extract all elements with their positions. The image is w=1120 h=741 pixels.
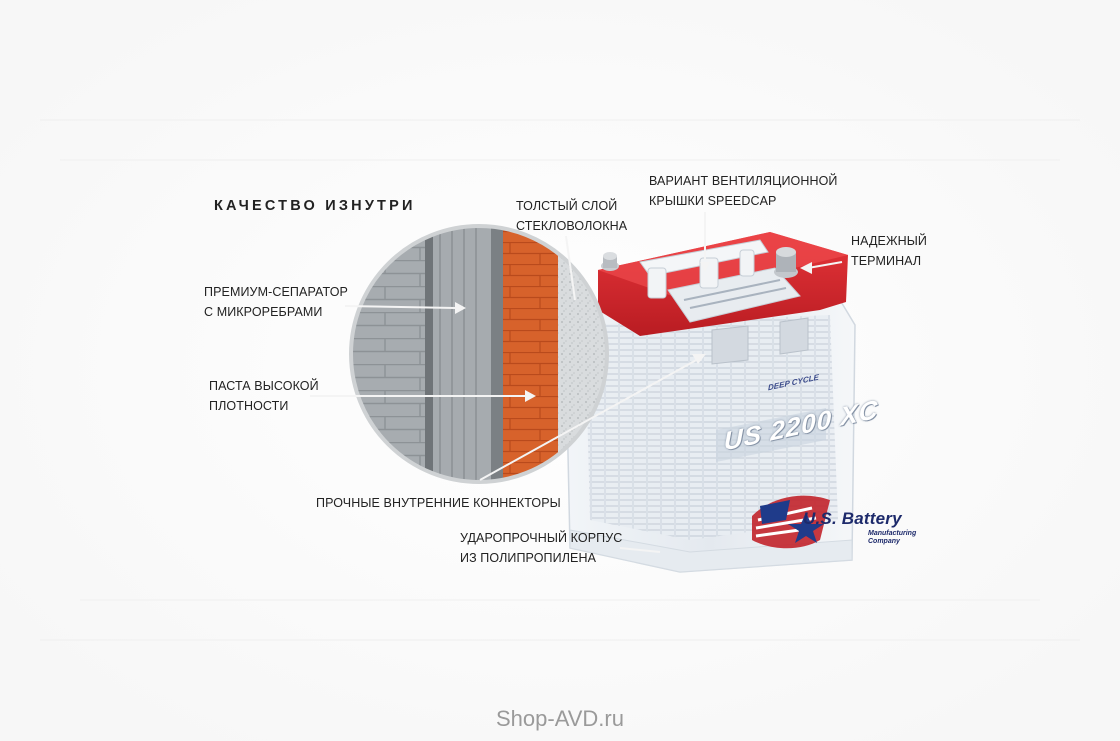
internal-straps (711, 317, 809, 365)
terminals (601, 247, 798, 278)
paste-layer (503, 226, 558, 482)
label-vent-cap: ВАРИАНТ ВЕНТИЛЯЦИОННОЙ КРЫШКИ SPEEDCAP (649, 174, 838, 208)
label-terminal: НАДЕЖНЫЙ ТЕРМИНАЛ (851, 234, 928, 268)
separator-edge (491, 226, 503, 482)
model-band (716, 408, 826, 462)
label-fiberglass: ТОЛСТЫЙ СЛОЙ СТЕКЛОВОЛОКНА (516, 199, 628, 233)
label-separator: ПРЕМИУМ-СЕПАРАТОР С МИКРОРЕБРАМИ (204, 285, 348, 319)
brand-logo-text: U.S. Battery (803, 509, 902, 528)
leader-lines (310, 212, 843, 553)
label-connectors: ПРОЧНЫЕ ВНУТРЕННИЕ КОННЕКТОРЫ (316, 496, 561, 510)
lid-label-plate (667, 267, 801, 323)
us-battery-logo-graphic (752, 495, 830, 549)
label-lines (683, 279, 787, 309)
battery-case-base (569, 529, 853, 573)
label-case: УДАРОПРОЧНЫЙ КОРПУС ИЗ ПОЛИПРОПИЛЕНА (460, 531, 623, 565)
label-paste: ПАСТА ВЫСОКОЙ ПЛОТНОСТИ (209, 379, 319, 413)
watermark: Shop-AVD.ru (496, 706, 624, 731)
separator-layer (433, 226, 491, 482)
leader-arrowheads (455, 262, 812, 402)
plate-edge (425, 226, 433, 482)
separator-ribs (439, 226, 477, 482)
brand-logo-subtext: Manufacturing Company (868, 530, 917, 545)
diagram-title: КАЧЕСТВО ИЗНУТРИ (214, 198, 416, 214)
magnifier-rim (349, 224, 609, 484)
background-texture (40, 119, 1080, 641)
battery-plates (585, 315, 838, 540)
